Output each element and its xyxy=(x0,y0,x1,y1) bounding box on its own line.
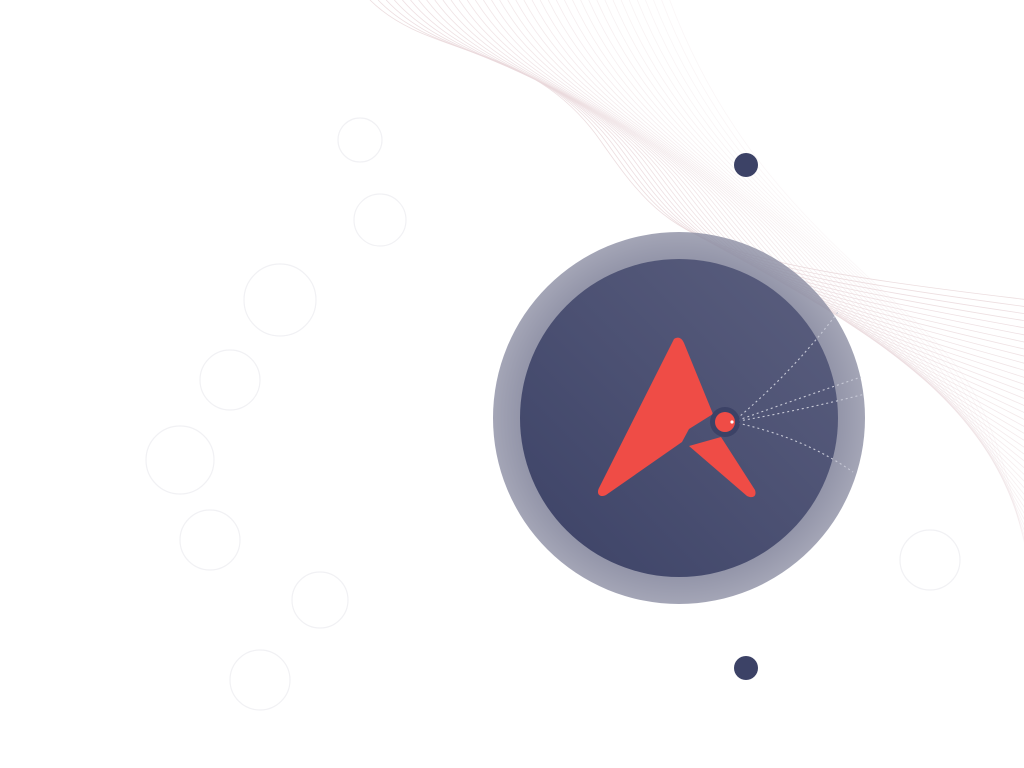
contour-line xyxy=(442,0,1024,364)
contour-line xyxy=(604,0,1024,502)
contour-line xyxy=(474,0,1024,392)
faint-circle xyxy=(145,425,215,495)
faint-circle xyxy=(199,349,261,411)
contour-line xyxy=(418,0,1024,343)
contour-line xyxy=(458,0,1024,378)
faint-circle xyxy=(229,649,291,711)
contour-line xyxy=(394,0,1024,322)
contour-line xyxy=(499,0,1024,413)
top-navy-dot xyxy=(734,153,758,177)
signal-line-3 xyxy=(732,393,865,423)
contour-line xyxy=(620,0,1024,514)
contour-line xyxy=(555,0,1024,462)
contour-line xyxy=(426,0,1024,350)
faint-network-circles xyxy=(145,117,961,711)
contour-line xyxy=(547,0,1024,455)
signal-line-2 xyxy=(732,376,862,423)
faint-circle xyxy=(337,117,383,163)
faint-circle xyxy=(899,529,961,591)
contour-line xyxy=(636,0,1024,526)
contour-line xyxy=(588,0,1024,489)
contour-line xyxy=(483,0,1024,399)
contour-line xyxy=(507,0,1024,420)
red-arrow-tail xyxy=(689,437,756,498)
contour-line xyxy=(450,0,1024,371)
contour-line xyxy=(628,0,1024,520)
logo-badge-svg xyxy=(493,232,865,604)
contour-line xyxy=(385,0,1024,314)
faint-circle xyxy=(353,193,407,247)
red-arrow-logo xyxy=(597,337,713,497)
contour-line xyxy=(645,0,1024,531)
contour-lines xyxy=(369,0,1024,543)
signal-line-4 xyxy=(732,421,854,473)
node-highlight xyxy=(730,420,734,424)
contour-line xyxy=(523,0,1024,434)
contour-line xyxy=(669,0,1024,543)
contour-line xyxy=(580,0,1024,482)
contour-line xyxy=(564,0,1024,469)
contour-line xyxy=(434,0,1024,357)
contour-line xyxy=(377,0,1024,307)
contour-line xyxy=(369,0,1024,300)
signal-lines xyxy=(732,311,865,473)
logo-badge xyxy=(493,232,865,604)
contour-line xyxy=(653,0,1024,536)
faint-circle xyxy=(243,263,317,337)
contour-line xyxy=(572,0,1024,475)
red-node-dot xyxy=(715,412,735,432)
signal-line-1 xyxy=(732,311,839,423)
contour-line xyxy=(466,0,1024,385)
contour-line xyxy=(402,0,1024,329)
faint-circle xyxy=(291,571,349,629)
contour-line xyxy=(515,0,1024,427)
faint-circle xyxy=(179,509,241,571)
contour-line xyxy=(612,0,1024,508)
contour-line xyxy=(491,0,1024,406)
contour-line xyxy=(410,0,1024,336)
bottom-navy-dot xyxy=(734,656,758,680)
contour-line xyxy=(596,0,1024,495)
contour-line xyxy=(661,0,1024,540)
